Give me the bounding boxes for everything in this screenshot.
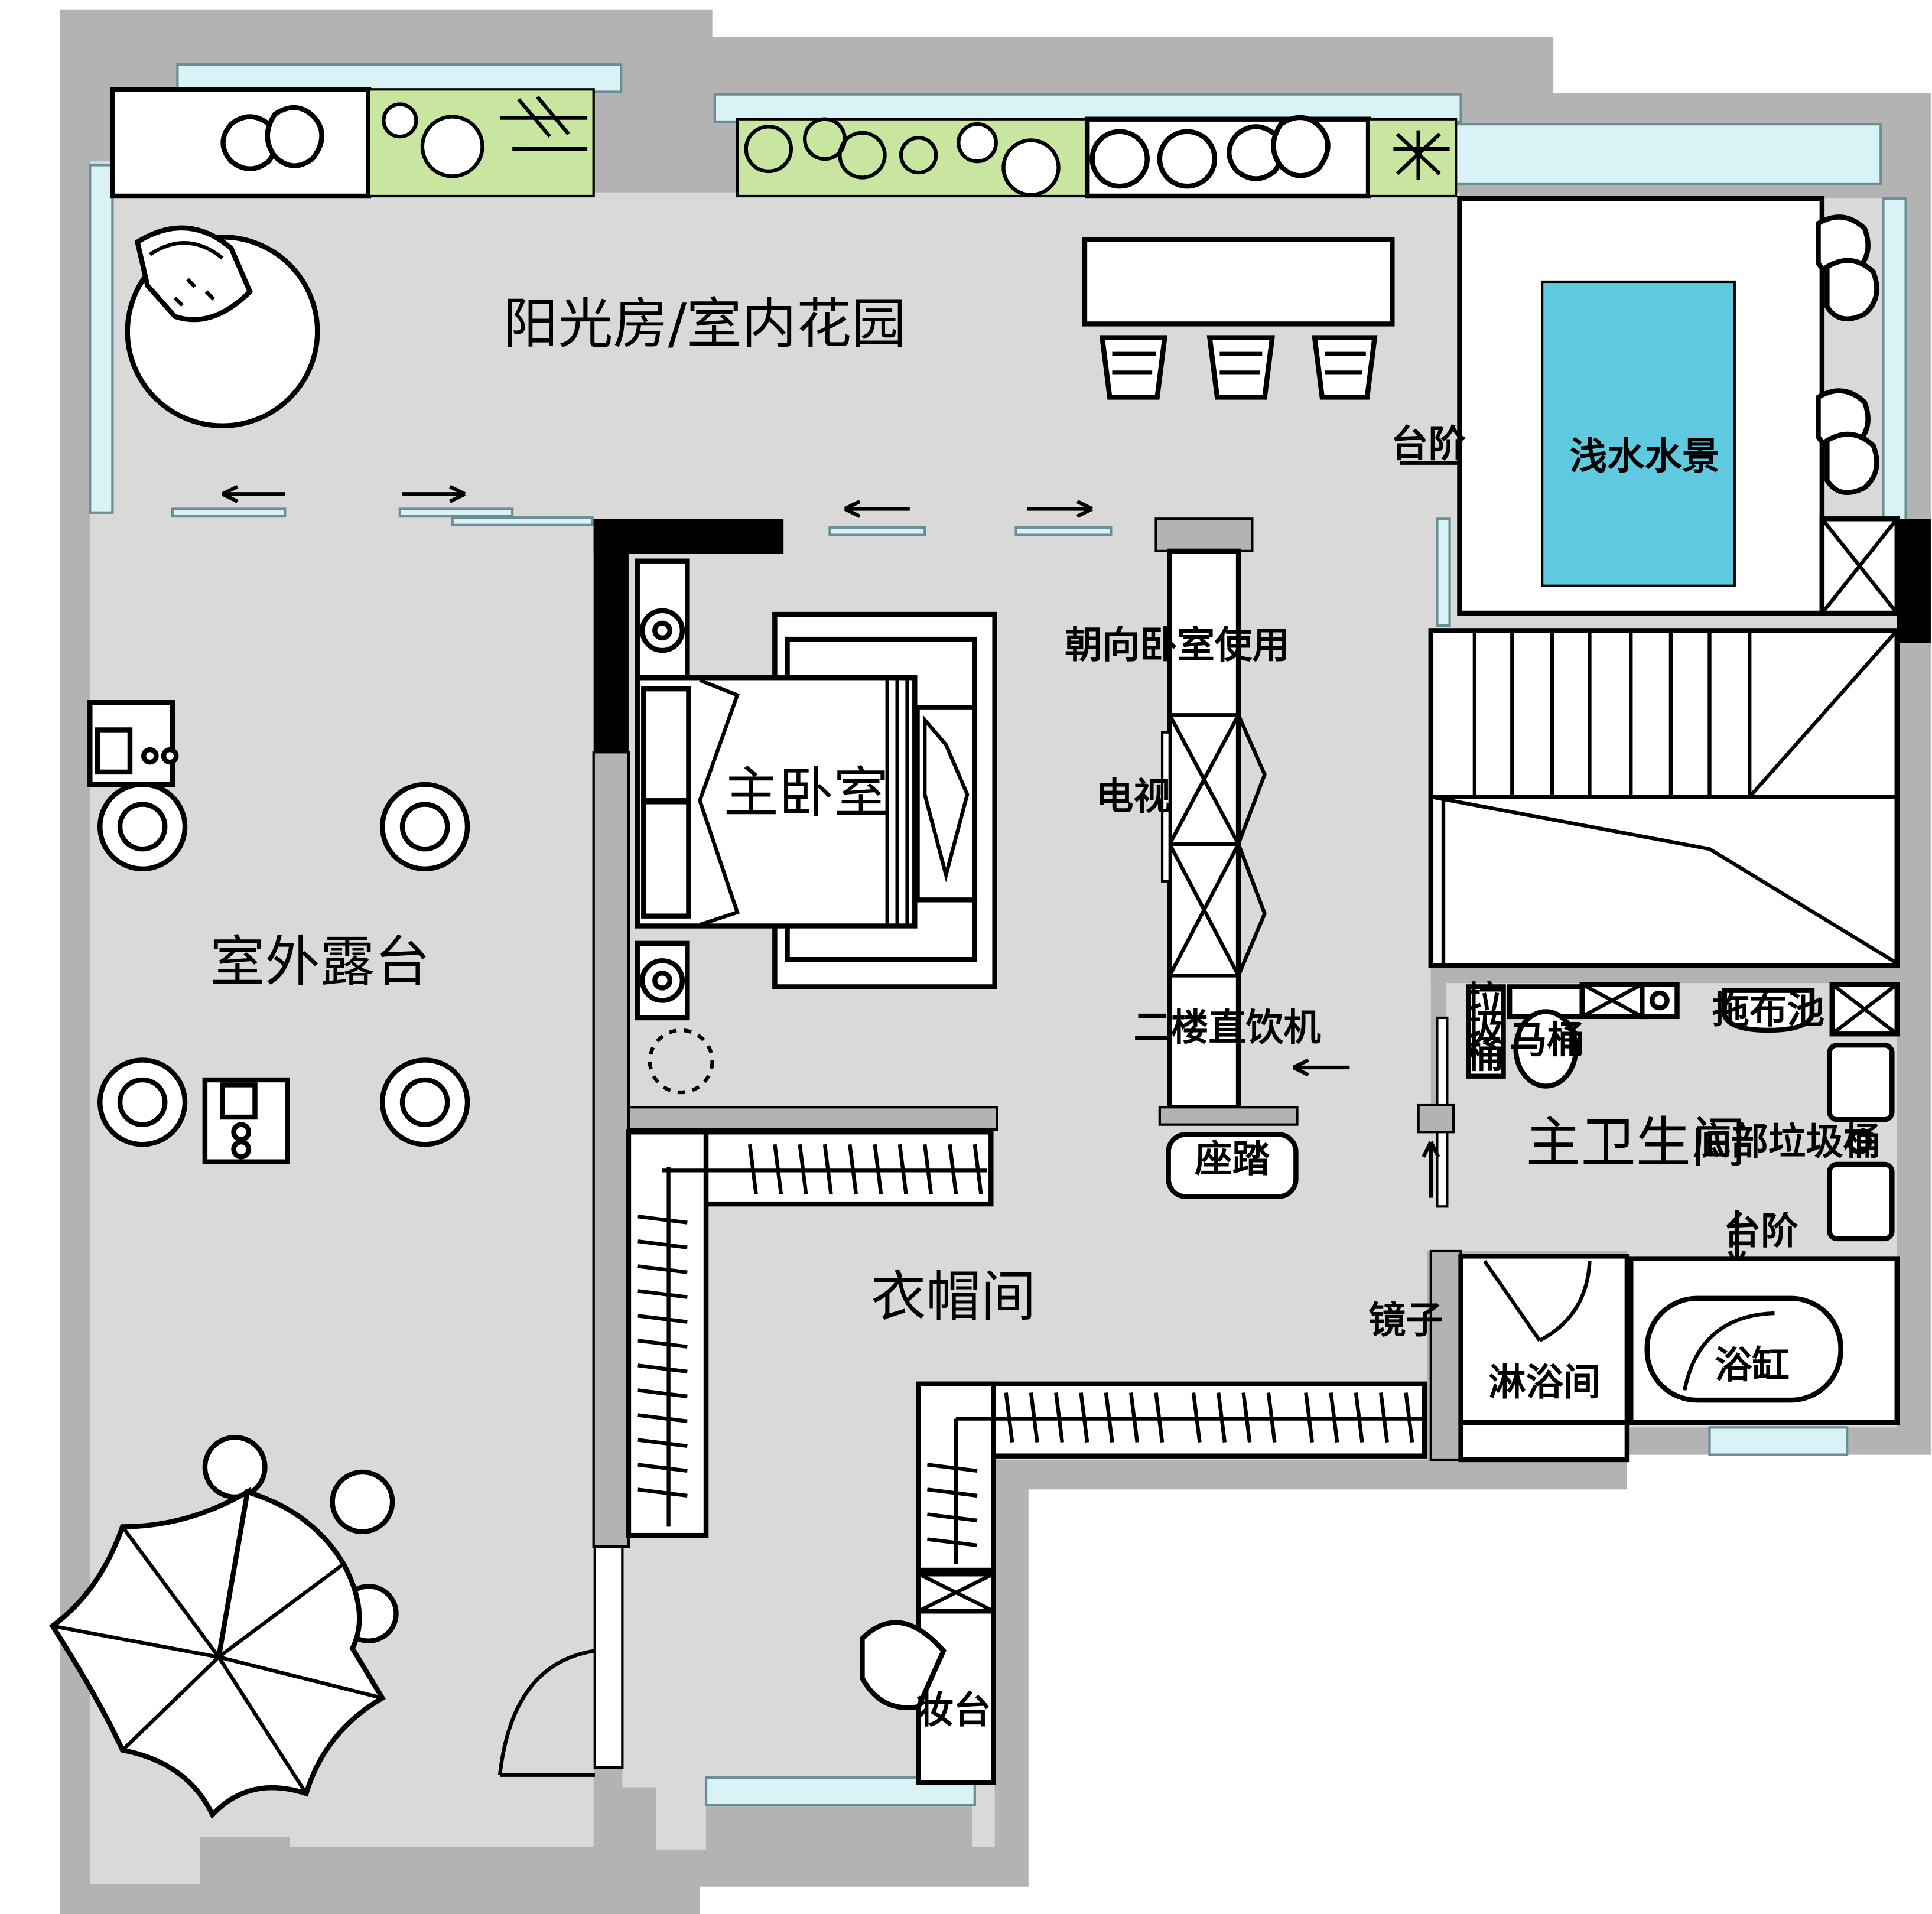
chair-icon xyxy=(134,225,253,323)
toilet-icon xyxy=(1507,984,1585,1089)
glass-bath-bottom xyxy=(1708,1426,1849,1456)
terrace xyxy=(49,700,624,1819)
label-step-bath: 台阶 xyxy=(1723,1209,1798,1253)
bar-stool-icon xyxy=(1099,335,1378,400)
label-ottoman: 座踏 xyxy=(1195,1137,1270,1181)
room-label-cloakroom: 衣帽间 xyxy=(871,1265,1036,1329)
dark-walls xyxy=(593,519,784,753)
nightstand-icon xyxy=(635,558,690,1021)
label-toilet: 马桶 xyxy=(1510,1018,1585,1062)
hanger-icon xyxy=(637,1144,1425,1564)
cloakroom xyxy=(626,1129,1427,1785)
shower-wall xyxy=(1429,1249,1462,1461)
label-bottom-trash: 底部垃圾桶 xyxy=(1693,1119,1881,1163)
label-trash-2: 圾 xyxy=(1466,1005,1504,1049)
trash-bin xyxy=(1466,984,1506,1079)
water-feature xyxy=(1457,196,1931,643)
master-bedroom xyxy=(627,558,998,1131)
tv-icon xyxy=(1160,731,1171,883)
pool xyxy=(1540,280,1736,587)
sliding-doors xyxy=(171,507,1113,536)
cushion-icon xyxy=(1816,214,1879,495)
room-label-sunroom: 阳光房/室内花园 xyxy=(503,292,907,356)
top-notch xyxy=(618,62,719,171)
wall-dark xyxy=(1897,519,1931,643)
chair-icon xyxy=(860,1620,947,1710)
plant-icon xyxy=(648,1028,714,1095)
label-vanity: 妆台 xyxy=(916,1688,991,1732)
tv-cabinet xyxy=(1158,548,1350,1199)
tv-wall-base xyxy=(1158,1106,1299,1126)
label-bathtub: 浴缸 xyxy=(1715,1343,1790,1386)
room-label-master-bathroom: 主卫生间 xyxy=(1526,1111,1746,1175)
label-water-dispenser: 二楼直饮机 xyxy=(1133,1005,1320,1049)
master-bathroom xyxy=(1417,968,1900,1463)
label-water-feature: 浅水水景 xyxy=(1570,434,1720,478)
cushion-icon xyxy=(1227,115,1331,181)
wall-partition xyxy=(592,751,630,1548)
glass-top-right xyxy=(1455,123,1882,185)
bathtub-icon xyxy=(1628,1256,1900,1425)
glass-strips xyxy=(89,63,1907,1806)
round-stool-icon xyxy=(97,782,470,1643)
plant-icon xyxy=(382,95,1450,197)
bar-counter xyxy=(1082,237,1395,327)
labels: 阳光房/室内花园 室外露台 主卧室 衣帽间 主卫生间 浅水水景 台阶 台阶 朝向… xyxy=(210,292,1881,1731)
arrow-icon xyxy=(1292,1058,1350,1077)
sink-icon xyxy=(1722,982,1900,1242)
label-mop-sink: 拖布池 xyxy=(1712,988,1824,1032)
bath-wall-top xyxy=(1430,968,1897,984)
ottoman-icon xyxy=(1166,1132,1299,1199)
cushion-icon xyxy=(220,105,324,171)
bedroom-bottom-wall xyxy=(627,1106,998,1131)
stair-icon xyxy=(1428,628,1900,968)
label-trash-3: 桶 xyxy=(1466,1033,1503,1076)
door-swing-icon xyxy=(1417,1016,1746,1267)
label-tv: 电视 xyxy=(1096,774,1171,818)
room-label-terrace: 室外露台 xyxy=(210,930,430,994)
room-label-master-bedroom: 主卧室 xyxy=(724,761,889,825)
glass-left-side xyxy=(89,164,114,514)
glass-right-side xyxy=(1882,197,1907,523)
label-trash-1: 垃 xyxy=(1466,978,1503,1022)
glass-water-edge xyxy=(1436,517,1451,627)
label-step-top: 台阶 xyxy=(1391,422,1466,466)
wall-tv-cap xyxy=(1154,517,1254,553)
label-mirror: 镜子 xyxy=(1368,1298,1443,1342)
label-shower: 淋浴间 xyxy=(1488,1360,1601,1404)
label-bedroom-facing: 朝向卧室使用 xyxy=(1065,623,1290,667)
door-swing-icon xyxy=(497,1545,624,1777)
umbrella-icon xyxy=(49,1487,386,1819)
round-stool-icon xyxy=(1089,129,1218,189)
top-bench xyxy=(110,87,1458,199)
